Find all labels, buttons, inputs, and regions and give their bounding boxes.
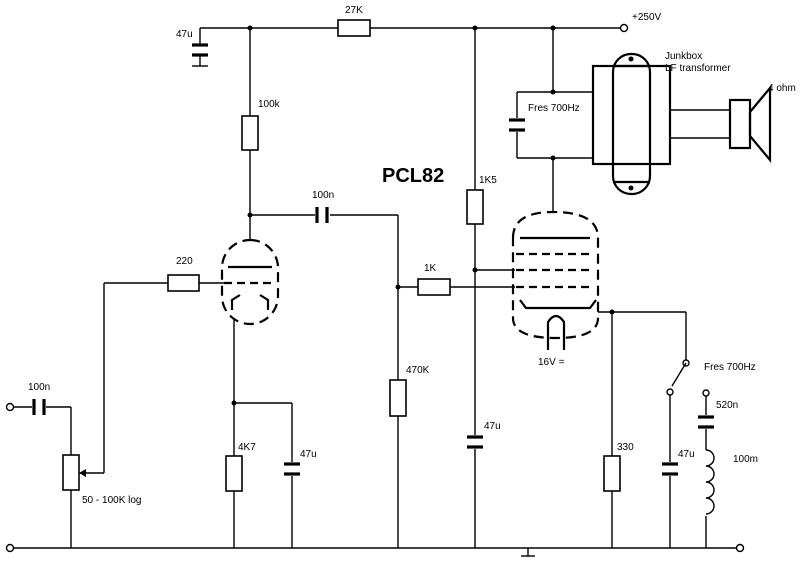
r-grid-stopper-triode-label: 220 <box>176 256 193 267</box>
transformer-label-line2: LF transformer <box>665 63 731 74</box>
terminals <box>5 23 745 553</box>
capacitor-icon <box>315 207 329 223</box>
page-title: PCL82 <box>382 165 444 187</box>
terminal-icon <box>619 23 629 33</box>
resistor-icon <box>466 189 484 225</box>
resistor-icon <box>241 115 259 151</box>
terminal-icon <box>5 543 15 553</box>
resistor-icon <box>337 19 371 37</box>
heater-label: 16V = <box>538 357 565 368</box>
c-input-label: 100n <box>28 382 50 393</box>
pentode-icon <box>511 210 600 350</box>
c-screen-label: 47u <box>484 421 501 432</box>
tuning-cap-label: Fres 700Hz <box>528 103 580 114</box>
speaker-impedance-label: 4 ohm <box>768 83 796 94</box>
terminal-icon <box>735 543 745 553</box>
c-triode-cathode-label: 47u <box>300 449 317 460</box>
filter-inductor-label: 100m <box>733 454 758 465</box>
filter-note-label: Fres 700Hz <box>704 362 756 373</box>
labels: PCL82 +250V 27K 47u 100k 100n 220 100n 5… <box>28 5 796 506</box>
capacitor-icon <box>698 415 714 429</box>
speaker-icon <box>728 84 772 164</box>
triode-icon <box>220 238 280 326</box>
resistor-icon <box>603 455 621 492</box>
transformer-label-line1: Junkbox <box>665 51 702 62</box>
switch-contact-left <box>666 388 674 396</box>
capacitor-icon <box>32 399 46 415</box>
c-supply-decoupling-label: 47u <box>176 29 193 40</box>
electrolytic-capacitor-icon <box>284 462 300 476</box>
resistors <box>167 19 621 492</box>
terminal-icon <box>5 402 15 412</box>
switch-contact-right <box>702 389 710 397</box>
r-grid-stopper-pentode-label: 1K <box>424 263 437 274</box>
transformer-icon <box>591 52 672 196</box>
resistor-icon <box>389 379 407 417</box>
junctions <box>231 25 615 406</box>
r-pentode-cathode-label: 330 <box>617 442 634 453</box>
electrolytic-capacitor-icon <box>192 43 208 67</box>
r-screen-label: 1K5 <box>479 175 497 186</box>
filter-cap-label: 520n <box>716 400 738 411</box>
electrolytic-capacitor-icon <box>467 435 483 449</box>
r-triode-anode-label: 100k <box>258 99 281 110</box>
r-triode-cathode-label: 4K7 <box>238 442 256 453</box>
ground-icon <box>521 548 535 557</box>
volume-pot-label: 50 - 100K log <box>82 495 142 506</box>
capacitor-icon <box>509 118 525 132</box>
capacitors <box>32 43 714 476</box>
switch-icon <box>671 362 687 387</box>
resistor-icon <box>417 278 451 296</box>
supply-label: +250V <box>632 12 662 23</box>
potentiometer-icon <box>62 454 86 491</box>
wires <box>14 27 736 549</box>
r-grid-leak-label: 470K <box>406 365 430 376</box>
resistor-icon <box>167 274 200 292</box>
electrolytic-capacitor-icon <box>662 462 678 476</box>
c-pentode-cathode-label: 47u <box>678 449 695 460</box>
resistor-icon <box>225 455 243 492</box>
r-series-supply-label: 27K <box>345 5 363 16</box>
c-coupling-label: 100n <box>312 190 334 201</box>
inductor-icon <box>705 449 715 515</box>
